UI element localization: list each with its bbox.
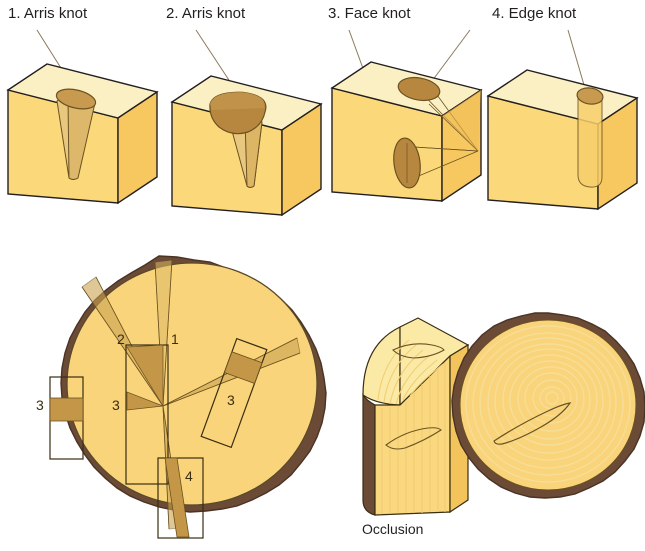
block-1-side-face — [117, 90, 158, 205]
log-wood-disc — [66, 262, 318, 506]
block-2-side-face — [281, 102, 322, 217]
label-knot-1: 1. Arris knot — [8, 5, 88, 22]
log-board-right-rect — [200, 337, 268, 449]
leader-line-4 — [567, 29, 585, 86]
label-knot-2: 2. Arris knot — [166, 5, 246, 22]
log-board-center-rect — [125, 344, 169, 485]
block-2-knot-mass-highlight — [210, 92, 265, 110]
block-4-knot-ellipse — [576, 87, 604, 105]
log-board-bottom-knot-band — [164, 457, 190, 538]
cross-section-label-4: 4 — [185, 468, 193, 484]
log-board-right — [200, 337, 268, 449]
block-2-arris-knot — [170, 29, 323, 217]
cross-section-label-3-left: 3 — [36, 397, 44, 413]
occlusion-wane — [362, 326, 401, 406]
log-board-center — [125, 344, 169, 485]
block-1-arris-knot — [6, 29, 159, 205]
block-3-face-knot — [330, 29, 483, 203]
block-1-knot-ellipse — [55, 88, 97, 110]
log-board-center-knot-lower — [126, 391, 164, 411]
leader-line-3b — [431, 29, 471, 82]
occlusion-block — [362, 317, 470, 516]
occlusion-log-end — [451, 312, 645, 499]
label-occlusion: Occlusion — [362, 521, 423, 537]
log-board-right-knot-band — [223, 351, 263, 384]
occlusion-top-rings — [377, 339, 444, 405]
block-4-knot-cylinder — [577, 91, 603, 188]
occlusion-knot-top — [392, 343, 445, 359]
occlusion-bark-strip — [362, 392, 376, 516]
label-knot-3: 3. Face knot — [328, 5, 411, 22]
log-board-center-knot-upper — [126, 344, 164, 408]
occlusion-log-knot — [493, 402, 572, 445]
log-board-bottom — [157, 457, 204, 539]
block-3-top-knot-ellipse — [397, 76, 441, 102]
cross-section-label-1: 1 — [171, 331, 179, 347]
label-knot-4: 4. Edge knot — [492, 5, 577, 22]
cross-section-label-3-center: 3 — [112, 397, 120, 413]
occlusion-log-rings — [465, 325, 631, 483]
log-cross-section: 1 2 3 3 3 4 — [36, 255, 327, 539]
log-board-bottom-rect — [157, 457, 204, 539]
block-4-edge-knot — [486, 29, 639, 211]
block-3-wedge-shade — [442, 90, 481, 151]
occlusion-knot-front — [385, 427, 442, 450]
cross-section-label-2: 2 — [117, 331, 125, 347]
log-board-left-knot-band — [49, 397, 84, 422]
log-board-left — [49, 376, 84, 460]
cross-section-label-3-right: 3 — [227, 392, 235, 408]
occlusion-front-grain — [381, 362, 446, 514]
block-2-knot-cone-shade — [244, 118, 263, 188]
